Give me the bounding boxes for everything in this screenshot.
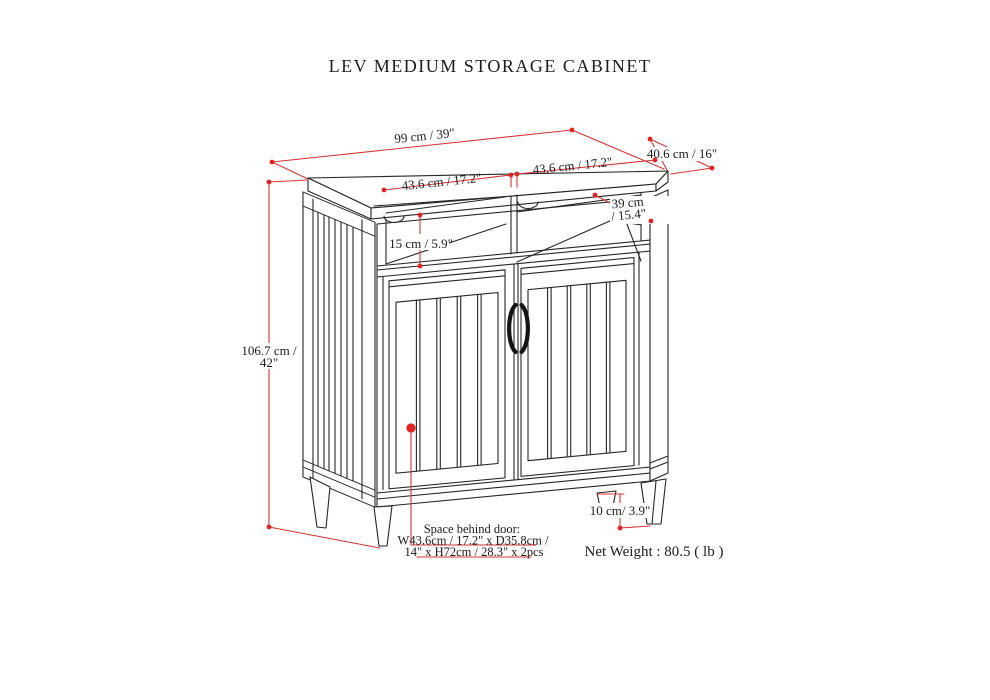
dim-right-opening (516, 157, 658, 175)
side-top-rail (302, 205, 376, 237)
side-bottom-rail (302, 459, 376, 491)
dim-overall-height (243, 179, 381, 549)
side-outline (302, 191, 376, 508)
right-floor-edge (516, 219, 613, 263)
dim-opening-height (392, 212, 449, 269)
open-compartments (383, 192, 642, 265)
left-cable-cutout (383, 215, 405, 224)
left-door-handle (507, 302, 518, 355)
right-door-handle (519, 302, 530, 355)
dim-overall-width (269, 127, 665, 180)
dim-label-overall-width: 99 cm / 39" (394, 125, 456, 146)
left-back-wall-top (385, 196, 506, 214)
dimension-lines (243, 127, 715, 558)
right-side-strip (649, 189, 669, 482)
left-side-panel (302, 191, 376, 508)
dim-label-leg-height: 10 cm/ 3.9" (590, 503, 651, 518)
left-door (388, 269, 506, 490)
right-cable-cutout (517, 201, 539, 210)
note-space-behind-door-1: Space behind door: (424, 522, 521, 536)
right-door (520, 257, 635, 477)
note-space-behind-door-2: W43.6cm / 17.2" x D35.8cm / (398, 534, 549, 548)
dim-label-opening-height: 15 cm / 5.9" (389, 236, 453, 251)
dim-label-overall-height-2: 42" (260, 355, 278, 370)
cabinet-drawing (302, 170, 669, 547)
cabinet-top-slab (307, 170, 669, 220)
dim-label-opening-depth-1: 39 cm (611, 194, 644, 212)
dim-overall-depth (647, 136, 715, 175)
dim-label-overall-height-1: 106.7 cm / (241, 343, 297, 358)
door-handles (507, 302, 530, 355)
face-frame (382, 251, 640, 490)
left-door-panel (395, 291, 499, 474)
note-space-behind-door-3: 14" x H72cm / 28.3" x 2pcs (404, 545, 543, 559)
dim-space-behind-door-leader (406, 423, 537, 558)
door-reference-dot (406, 423, 416, 433)
legs (309, 476, 667, 547)
right-inner-wall-edge (624, 218, 642, 262)
dim-label-overall-depth: 40.6 cm / 16" (647, 146, 717, 161)
side-bottom-edge-line (302, 466, 376, 498)
right-door-slats (547, 281, 611, 460)
dim-leg-height (593, 493, 651, 531)
back-left-leg (309, 476, 331, 529)
left-door-slats (415, 293, 482, 472)
dim-label-opening-depth-2: / 15.4" (611, 206, 647, 224)
top-right-end (655, 170, 669, 192)
front-left-leg (373, 505, 393, 547)
right-door-panel (527, 279, 627, 462)
dim-opening-depth (592, 192, 674, 224)
side-slats (317, 211, 354, 482)
page-title: LEV MEDIUM STORAGE CABINET (329, 56, 652, 76)
note-net-weight: Net Weight : 80.5 ( lb ) (585, 544, 724, 560)
dim-left-opening (381, 171, 520, 193)
base-molding (376, 466, 651, 500)
front-right-leg-corner (651, 480, 657, 525)
